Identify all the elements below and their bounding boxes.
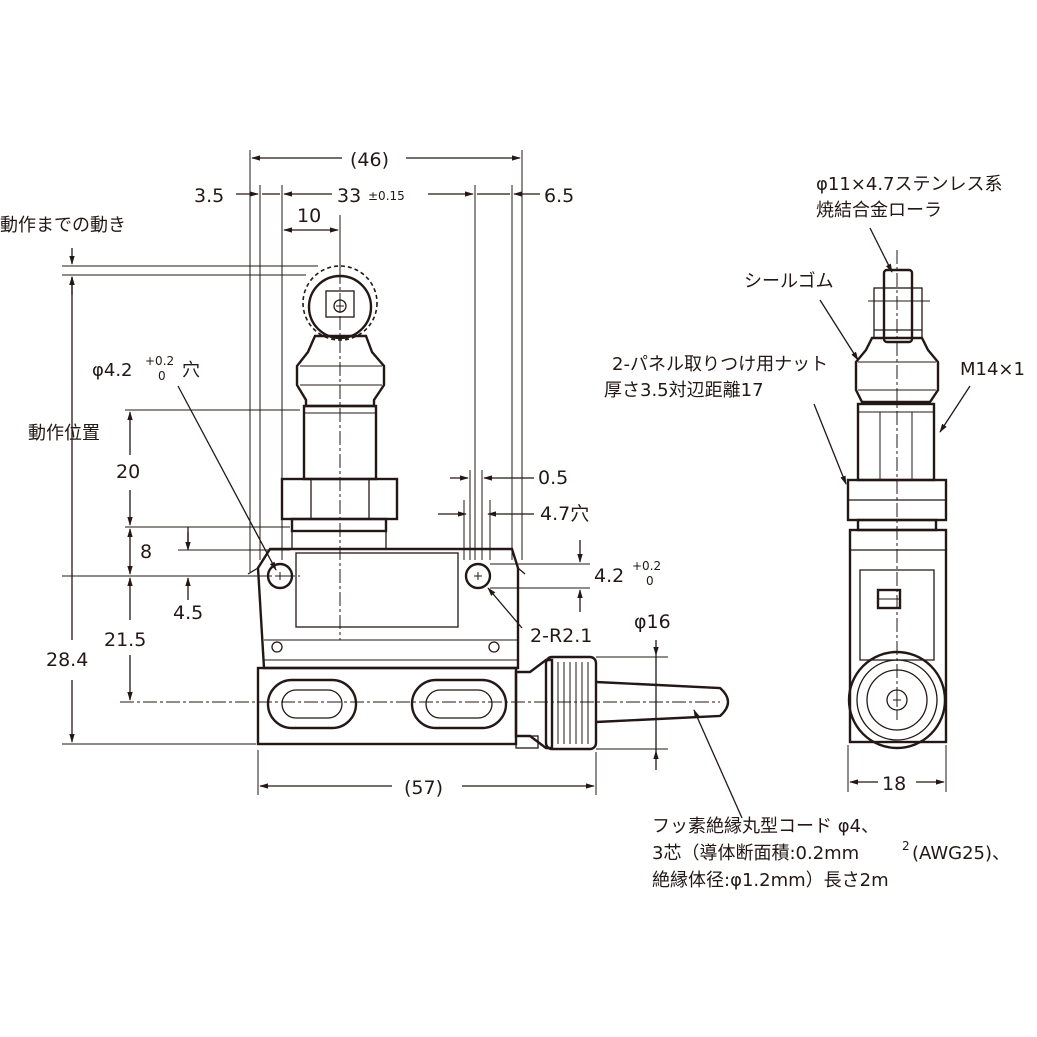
- dim-radius: 2-R2.1: [530, 625, 592, 647]
- dim-hole-slot: 4.7穴: [540, 503, 589, 525]
- label-nut-line1: 2-パネル取りつけ用ナット: [612, 354, 828, 375]
- dim-cord-dia: φ16: [634, 611, 671, 633]
- dim-side-width: 18: [882, 773, 906, 795]
- front-dimensions: [62, 150, 743, 819]
- label-pretravel: 動作までの動き: [0, 215, 126, 236]
- dim-hole-size: 4.2: [594, 565, 624, 587]
- slot-right: [410, 678, 508, 730]
- label-cord-line2a: 3芯（導体断面積:0.2mm: [652, 843, 859, 864]
- dim-h45: 4.5: [173, 602, 203, 624]
- side-roller: [882, 268, 914, 344]
- label-mount-hole-plus: +0.2: [145, 354, 174, 368]
- side-seal-boot: [854, 336, 940, 404]
- side-labels: φ11×4.7ステンレス系 焼結合金ローラ シールゴム 2-パネル取りつけ用ナッ…: [604, 174, 1025, 795]
- label-mount-hole-zero: 0: [158, 369, 166, 383]
- label-seal-rubber: シールゴム: [744, 271, 834, 292]
- dim-h215: 21.5: [104, 629, 146, 651]
- label-cord-line1: フッ素絶縁丸型コード φ4、: [652, 816, 879, 837]
- label-cord-line3: 絶縁体径:φ1.2mm）長さ2m: [652, 870, 889, 891]
- label-cord-line2-sup: 2: [902, 839, 910, 853]
- dim-op-height: 20: [116, 461, 140, 483]
- dim-left-offset: 3.5: [194, 185, 224, 207]
- dim-h284: 28.4: [46, 649, 88, 671]
- cord-description: フッ素絶縁丸型コード φ4、 3芯（導体断面積:0.2mm 2 (AWG25)、…: [652, 816, 1010, 891]
- slot-left: [266, 678, 358, 730]
- dim-pitch-tolerance: ±0.15: [368, 189, 405, 203]
- side-housing: [856, 402, 936, 482]
- label-mount-hole-dia: φ4.2: [92, 360, 133, 381]
- dim-overall-width: (46): [350, 149, 389, 171]
- label-operating-position: 動作位置: [28, 423, 100, 444]
- dim-h8: 8: [140, 541, 152, 563]
- side-cord-gland: [847, 650, 947, 750]
- label-roller-line1: φ11×4.7ステンレス系: [816, 174, 1003, 195]
- mount-hole-right: [464, 562, 492, 590]
- dim-hole-tol-plus: +0.2: [632, 559, 661, 573]
- label-roller-line2: 焼結合金ローラ: [816, 200, 942, 221]
- label-cord-line2b: (AWG25)、: [912, 843, 1010, 864]
- label-mount-hole-suffix: 穴: [182, 360, 200, 381]
- side-head: [848, 528, 948, 744]
- front-dimension-text: (46) 3.5 33 ±0.15 6.5 10 動作までの動き φ4.2 +0…: [0, 149, 671, 799]
- side-view: [846, 250, 948, 750]
- dim-pitch: 33: [337, 185, 361, 207]
- dim-body-length: (57): [404, 777, 443, 799]
- label-nut-line2: 厚さ3.5対辺距離17: [604, 380, 764, 401]
- switch-head: [256, 547, 520, 670]
- dim-roller-offset: 10: [297, 205, 321, 227]
- cord-gland-nut: [544, 655, 598, 751]
- cord: [595, 680, 730, 724]
- dim-hole-offset: 0.5: [538, 467, 568, 489]
- side-dimensions: [813, 227, 971, 792]
- dim-hole-tol-zero: 0: [646, 574, 654, 588]
- label-thread: M14×1: [960, 359, 1025, 380]
- front-view: [120, 265, 730, 751]
- dim-right-offset: 6.5: [544, 185, 574, 207]
